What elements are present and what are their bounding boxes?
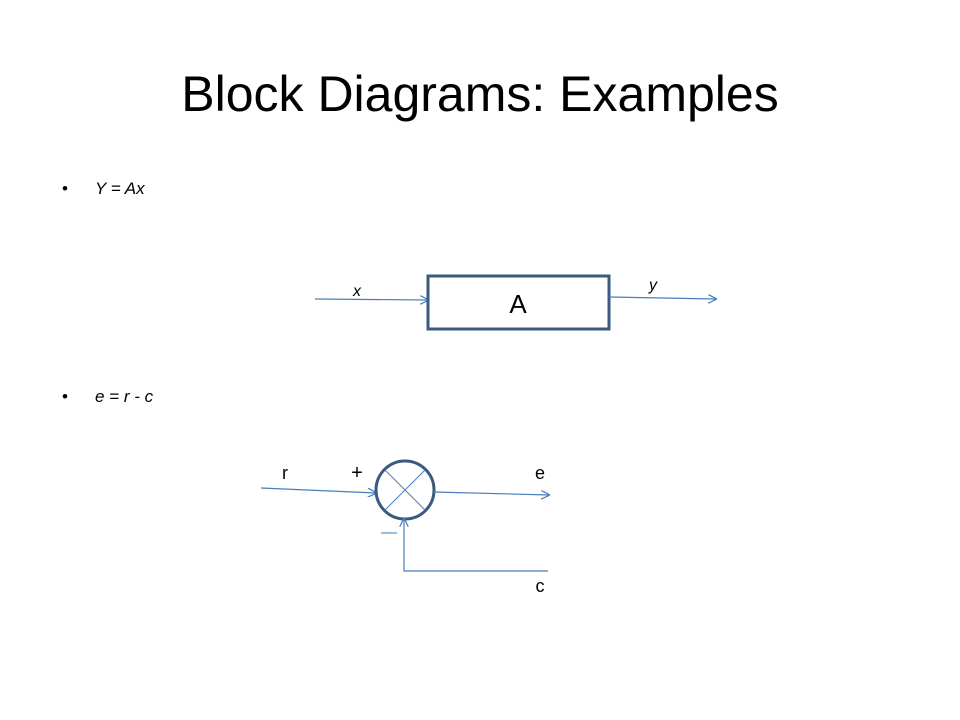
- output-arrow-e: [433, 492, 549, 495]
- bullet-text-2: e = r - c: [95, 387, 154, 406]
- output-label-e: e: [535, 463, 545, 483]
- bullet-item-2: • e = r - c: [62, 385, 153, 409]
- input-label-x: x: [352, 283, 362, 300]
- minus-sign: —: [381, 524, 397, 541]
- output-arrow-y: [608, 297, 716, 299]
- bullet-dot: •: [62, 179, 68, 198]
- gain-block-label: A: [509, 289, 527, 319]
- input-arrow-r: [260, 487, 376, 493]
- feedback-arrow-c: [404, 519, 548, 572]
- gain-block-diagram: A x y: [314, 274, 716, 331]
- gain-block: [426, 274, 611, 331]
- summing-junction-diagram: r + e c —: [260, 459, 549, 596]
- slide-title: Block Diagrams: Examples: [181, 66, 779, 122]
- feedback-label-c: c: [536, 576, 545, 596]
- junction-cross-2: [384, 469, 426, 511]
- plus-sign: +: [351, 462, 363, 484]
- bullet-item-1: • Y = Ax: [62, 177, 145, 201]
- input-label-r: r: [282, 463, 288, 483]
- bullet-dot: •: [62, 387, 68, 406]
- bullet-text-1: Y = Ax: [95, 179, 145, 198]
- input-arrow-x: [314, 299, 428, 300]
- output-label-y: y: [648, 277, 658, 294]
